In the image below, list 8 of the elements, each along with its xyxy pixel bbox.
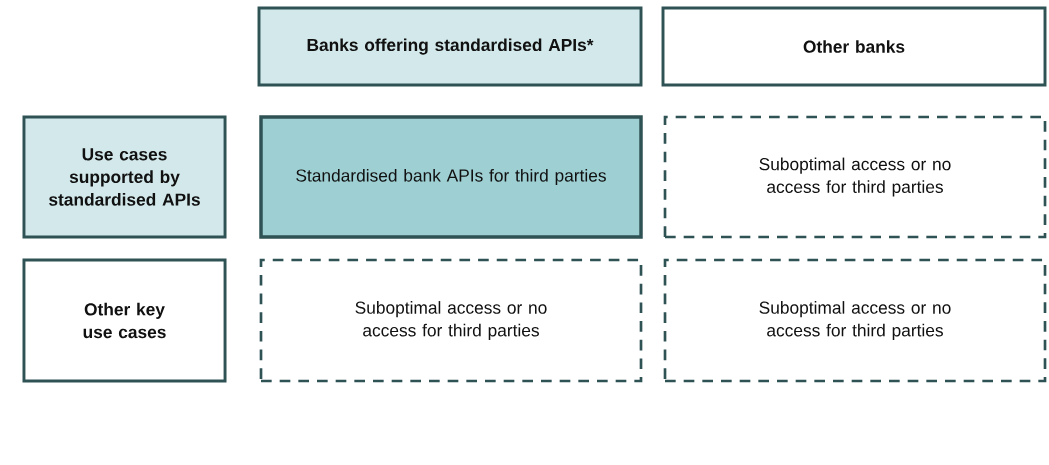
dashed-cell: Suboptimal access or no access for third parties xyxy=(663,115,1047,239)
dashed-cell: Suboptimal access or no access for third parties xyxy=(663,258,1047,383)
row-header-box: Use cases supported by standardised APIs xyxy=(22,115,227,239)
matrix-cell: Standardised bank APIs for third parties xyxy=(259,115,643,239)
row-header-box: Other key use cases xyxy=(22,258,227,383)
dashed-cell: Suboptimal access or no access for third parties xyxy=(259,258,643,383)
header-box: Banks offering standardised APIs* xyxy=(257,6,643,87)
header-box: Other banks xyxy=(661,6,1047,87)
